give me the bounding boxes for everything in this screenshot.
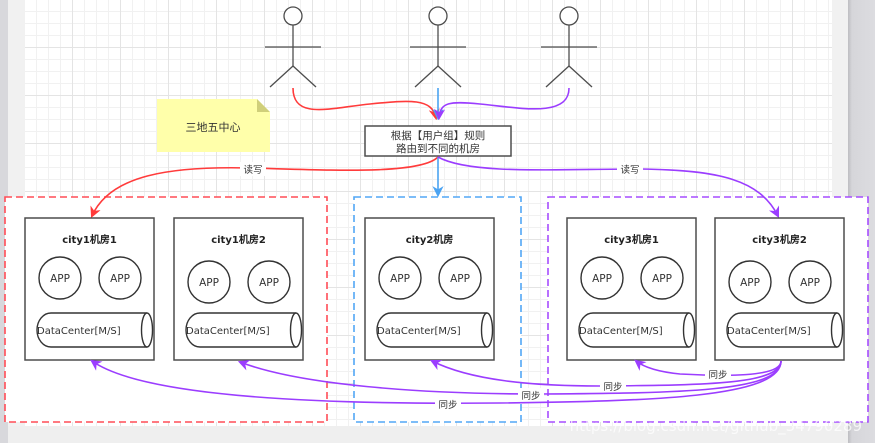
note-text: 三地五中心 (186, 121, 241, 134)
user-head (559, 6, 579, 26)
edge-label-sync-4: 同步 (438, 400, 457, 411)
edge-label-sync-3: 同步 (521, 391, 540, 402)
app-node[interactable] (187, 260, 231, 304)
app-label: APP (390, 273, 410, 285)
datacenter-label: DataCenter[M/S] (727, 326, 811, 337)
watermark-text: https://blog.csdn.net/github_34790289 (570, 417, 862, 436)
app-label: APP (110, 273, 130, 285)
app-node[interactable] (580, 256, 624, 300)
datacenter-label: DataCenter[M/S] (37, 326, 121, 337)
left-gutter (0, 0, 8, 443)
app-node[interactable] (788, 260, 832, 304)
app-node[interactable] (38, 256, 82, 300)
datacenter-cap (480, 312, 494, 348)
app-label: APP (259, 277, 279, 289)
router-box[interactable]: 根据【用户组】规则 路由到不同的机房 (364, 125, 512, 157)
app-label: APP (592, 273, 612, 285)
datacenter-cylinder[interactable] (578, 312, 689, 348)
router-text-line2: 路由到不同的机房 (396, 142, 480, 155)
room-title: city3机房1 (604, 233, 659, 246)
edge-label-sync-1: 同步 (708, 370, 727, 381)
user-head (428, 6, 448, 26)
app-node[interactable] (728, 260, 772, 304)
app-label: APP (800, 277, 820, 289)
edge-user1-router[interactable] (292, 87, 440, 121)
bottom-panel-edge (8, 426, 848, 443)
app-node[interactable] (98, 256, 142, 300)
edge-sync-city3room1[interactable] (634, 359, 782, 377)
edge-user3-router[interactable] (433, 87, 570, 121)
edge-label-sync-2: 同步 (603, 382, 622, 393)
router-text-line1: 根据【用户组】规则 (391, 129, 486, 142)
room-title: city2机房 (406, 233, 454, 246)
app-label: APP (199, 277, 219, 289)
room-title: city1机房2 (211, 233, 266, 246)
edge-label-read-write-2: 读写 (620, 164, 639, 176)
edge-label-bg (705, 367, 731, 381)
edge-label-read-write-1: 读写 (243, 164, 262, 176)
datacenter-label: DataCenter[M/S] (579, 326, 663, 337)
datacenter-cap (140, 312, 154, 348)
datacenter-label: DataCenter[M/S] (186, 326, 270, 337)
edge-sync-city1room1[interactable] (90, 359, 782, 405)
user-head (283, 6, 303, 26)
datacenter-cylinder[interactable] (726, 312, 837, 348)
note-shape[interactable]: 三地五中心 (157, 99, 270, 152)
user-figure-1[interactable] (265, 6, 321, 88)
edge-label-bg (518, 388, 544, 402)
datacenter-cap (289, 312, 303, 348)
app-node[interactable] (378, 256, 422, 300)
room-title: city3机房2 (752, 233, 807, 246)
edge-label-bg (600, 379, 626, 393)
app-label: APP (450, 273, 470, 285)
room-box[interactable]: city2机房 APP APP DataCenter[M/S] (364, 217, 495, 361)
edge-label-bg (240, 162, 266, 176)
app-label: APP (50, 273, 70, 285)
user-figure-2[interactable] (410, 6, 466, 88)
datacenter-cap (830, 312, 844, 348)
edge-label-bg (435, 397, 461, 411)
user-figure-3[interactable] (541, 6, 597, 88)
datacenter-cylinder[interactable] (376, 312, 487, 348)
app-node[interactable] (640, 256, 684, 300)
datacenter-cylinder[interactable] (36, 312, 147, 348)
app-node[interactable] (438, 256, 482, 300)
app-node[interactable] (247, 260, 291, 304)
edge-label-bg (617, 162, 643, 176)
app-label: APP (652, 273, 672, 285)
room-title: city1机房1 (62, 233, 117, 246)
datacenter-cap (682, 312, 696, 348)
datacenter-cylinder[interactable] (185, 312, 296, 348)
app-label: APP (740, 277, 760, 289)
datacenter-label: DataCenter[M/S] (377, 326, 461, 337)
